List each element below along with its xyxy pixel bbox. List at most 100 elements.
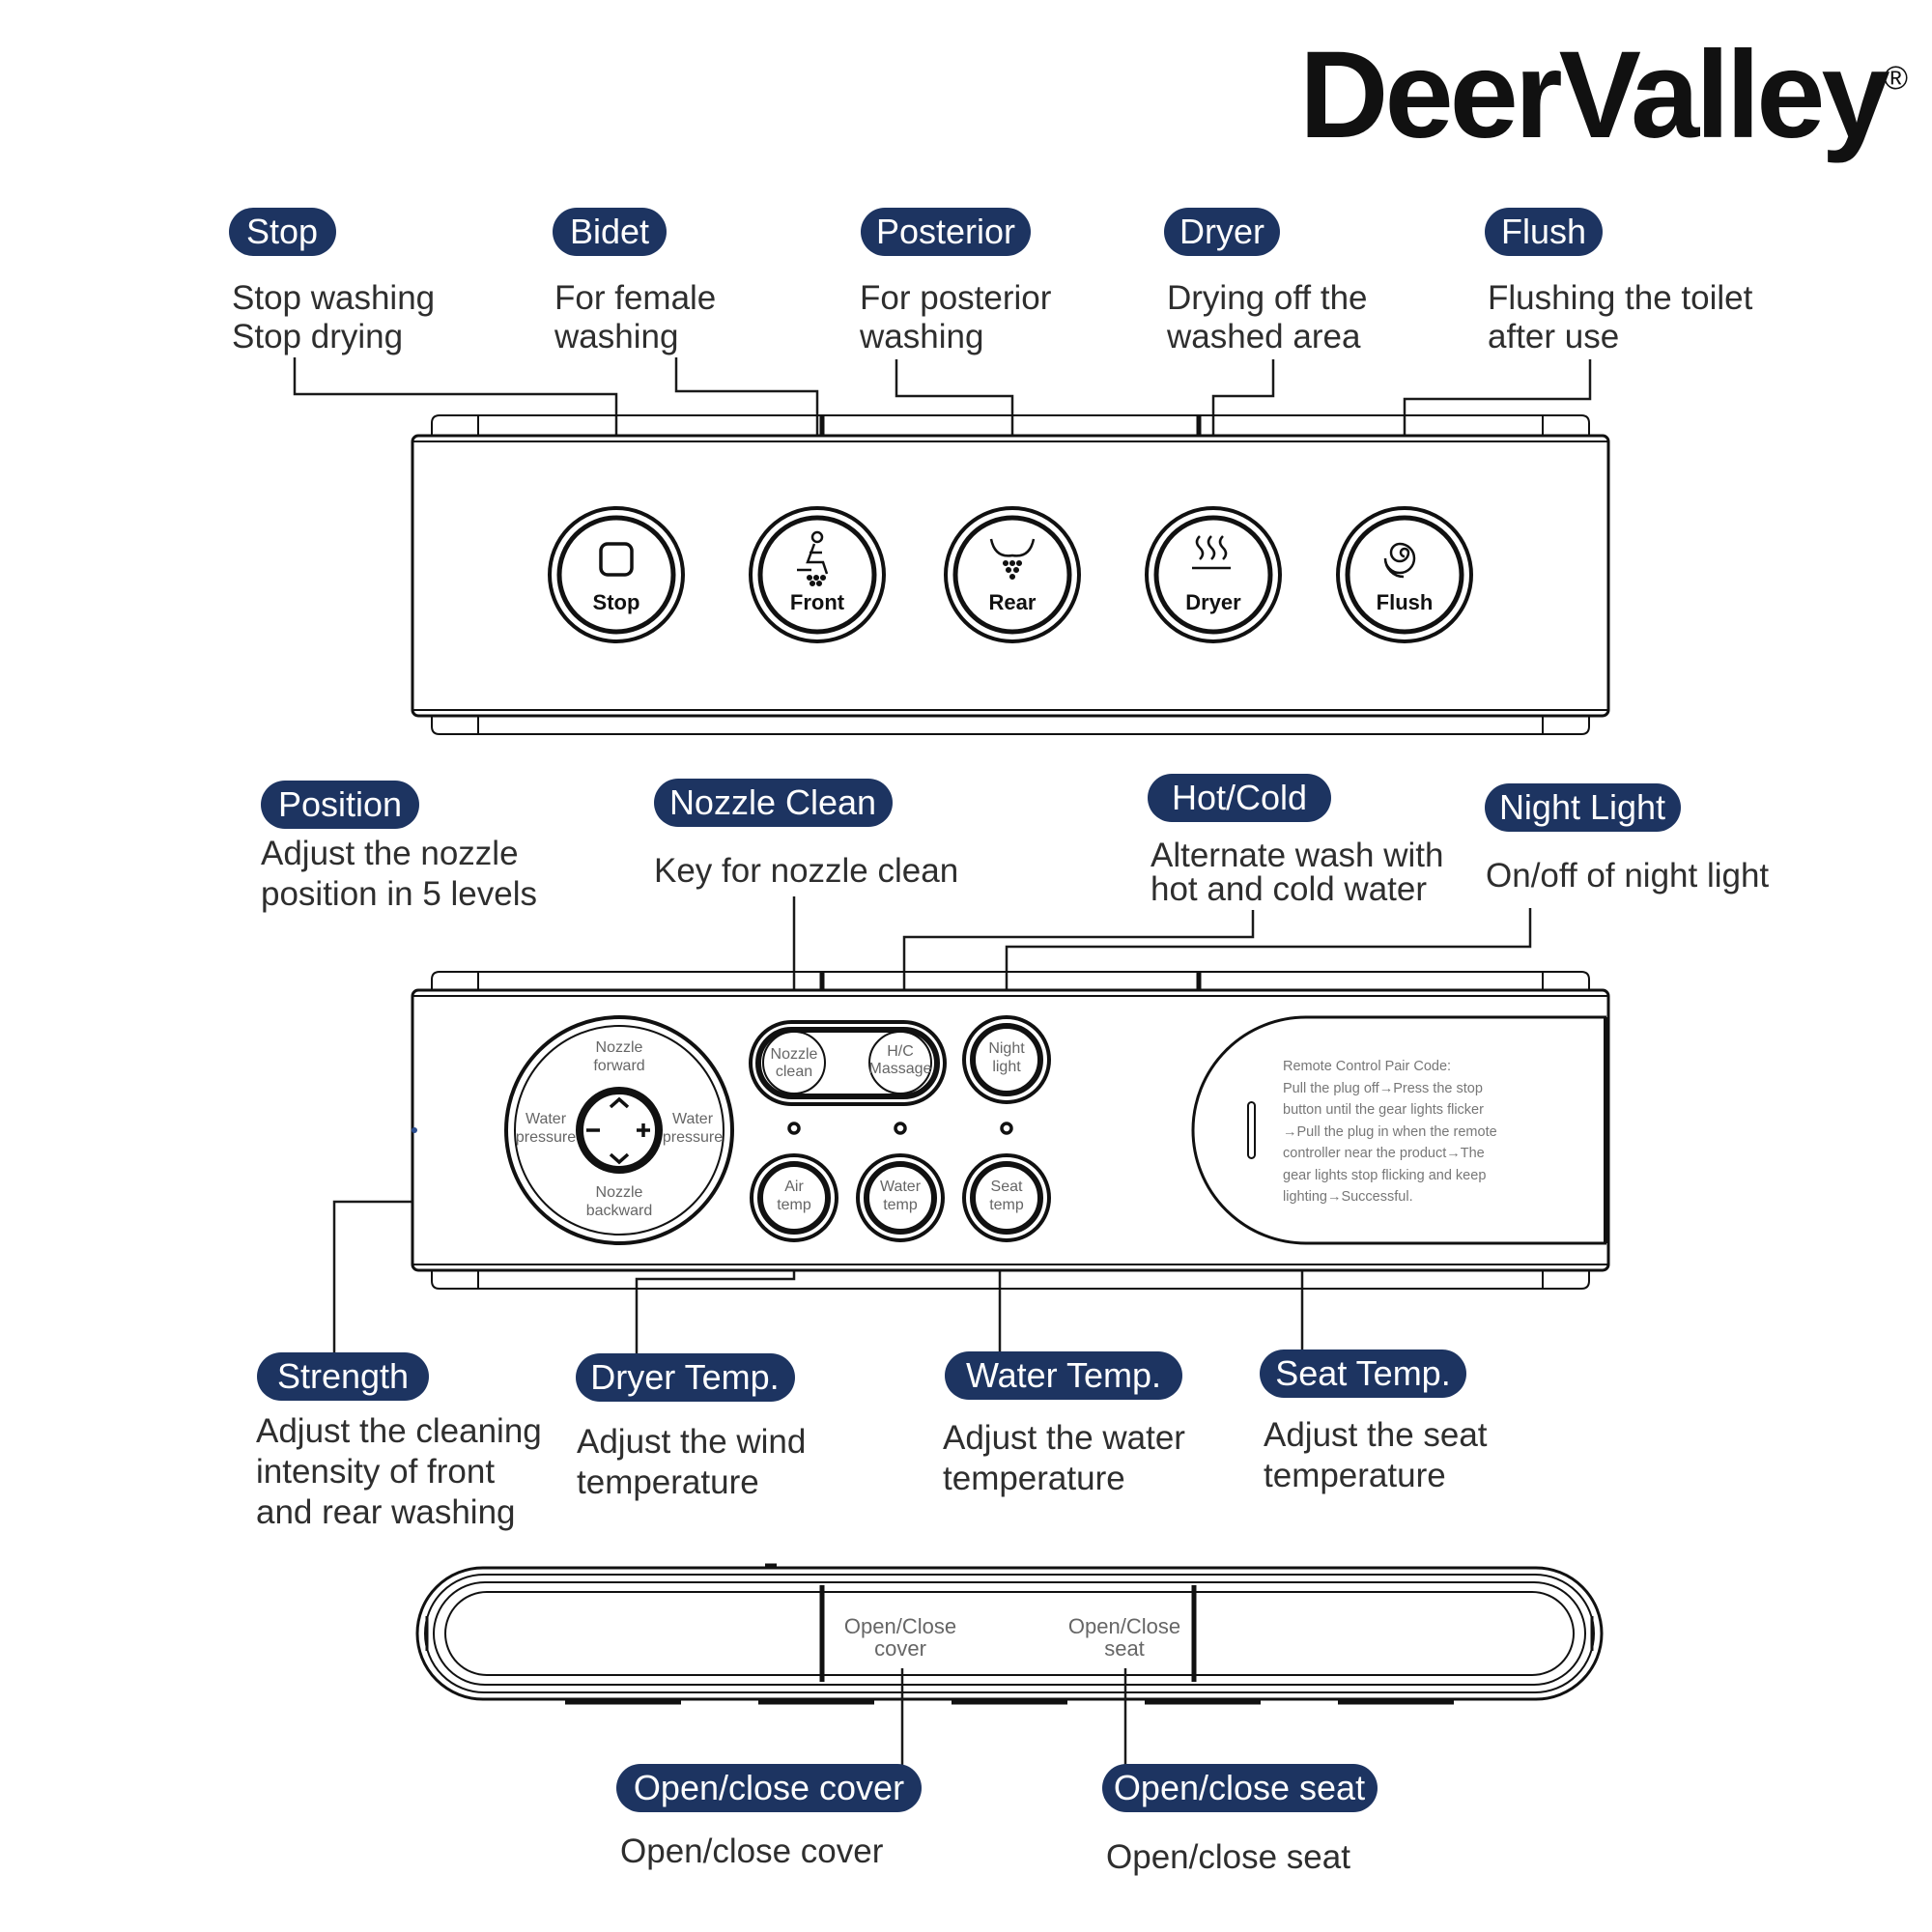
tag-posterior-text: Posterior: [876, 212, 1015, 251]
rear-wash-icon: [989, 538, 1036, 581]
desc-water-temp-1: Adjust the water: [943, 1419, 1185, 1457]
desc-stop-1: Stop washing: [232, 279, 435, 317]
desc-strength-2: intensity of front: [256, 1453, 495, 1491]
heat-waves-icon: [1192, 535, 1231, 570]
air-temp-label-2: temp: [777, 1197, 811, 1213]
front-button[interactable]: Front: [749, 506, 886, 643]
tag-water-temp: [945, 1351, 1182, 1400]
pair-note-4: →Pull the plug in when the remote: [1283, 1124, 1497, 1140]
dial-right-1: Water: [672, 1111, 714, 1127]
seat-temp-label-2: temp: [989, 1197, 1024, 1213]
tag-dryer-temp-text: Dryer Temp.: [590, 1357, 779, 1397]
tag-seat-temp: [1260, 1350, 1466, 1398]
panel-3-leaders: [900, 1668, 1127, 1768]
tag-dryer-text: Dryer: [1179, 212, 1264, 251]
tag-seat-temp-text: Seat Temp.: [1275, 1353, 1450, 1393]
open-close-cover-button[interactable]: Open/Close cover: [844, 1614, 956, 1661]
tag-flush: [1485, 208, 1603, 256]
square-icon: [599, 542, 634, 577]
night-light-label-2: light: [992, 1059, 1021, 1075]
cover-label-2: cover: [874, 1636, 926, 1661]
tag-bidet-text: Bidet: [570, 212, 649, 251]
desc-hot-cold-1: Alternate wash with: [1151, 837, 1443, 874]
flush-button[interactable]: Flush: [1336, 506, 1473, 643]
night-light-button[interactable]: Night light: [962, 1015, 1051, 1104]
desc-stop-2: Stop drying: [232, 318, 403, 355]
desc-open-close-seat: Open/close seat: [1106, 1838, 1350, 1876]
desc-bidet-1: For female: [554, 279, 716, 317]
desc-dryer-temp-1: Adjust the wind: [577, 1423, 806, 1461]
tag-water-temp-text: Water Temp.: [966, 1355, 1161, 1395]
desc-strength-3: and rear washing: [256, 1493, 516, 1531]
dial-top-1: Nozzle: [596, 1039, 643, 1056]
open-close-seat-button[interactable]: Open/Close seat: [1068, 1614, 1180, 1661]
nozzle-clean-button[interactable]: Nozzle clean: [762, 1031, 826, 1094]
panel-3-callouts: Open/close cover Open/close cover Open/c…: [616, 1764, 1378, 1876]
desc-seat-temp-1: Adjust the seat: [1264, 1416, 1488, 1454]
desc-seat-temp-2: temperature: [1264, 1457, 1446, 1494]
desc-dryer-1: Drying off the: [1167, 279, 1368, 317]
dial-left-2: pressure: [516, 1129, 576, 1146]
stop-button[interactable]: Stop: [548, 506, 685, 643]
dial-left-1: Water: [526, 1111, 567, 1127]
nozzle-clean-label-1: Nozzle: [771, 1046, 818, 1063]
panel-1-callouts: Stop Stop washing Stop drying Bidet For …: [229, 208, 1753, 355]
rear-button-label: Rear: [989, 590, 1037, 614]
desc-hot-cold-2: hot and cold water: [1151, 870, 1427, 908]
tag-hot-cold-text: Hot/Cold: [1172, 778, 1307, 817]
tag-hot-cold: [1148, 774, 1331, 822]
tag-strength-text: Strength: [277, 1356, 409, 1396]
seat-temp-label-1: Seat: [991, 1179, 1023, 1195]
gear-indicator-lights: [787, 1122, 1013, 1135]
front-button-label: Front: [790, 590, 845, 614]
nozzle-clean-label-2: clean: [776, 1064, 812, 1080]
cover-label-1: Open/Close: [844, 1614, 956, 1638]
pair-note-3: button until the gear lights flicker: [1283, 1102, 1484, 1118]
pair-note-5: controller near the product→The: [1283, 1146, 1485, 1161]
hc-massage-label-1: H/C: [887, 1043, 914, 1060]
air-temp-label-1: Air: [784, 1179, 804, 1195]
water-temp-label-1: Water: [880, 1179, 922, 1195]
water-temp-button[interactable]: Water temp: [856, 1153, 945, 1242]
night-light-label-1: Night: [988, 1040, 1025, 1057]
dial-right-2: pressure: [663, 1129, 723, 1146]
tag-night-light-text: Night Light: [1499, 787, 1665, 827]
tag-night-light: [1485, 783, 1681, 832]
desc-dryer-2: washed area: [1166, 318, 1361, 355]
panel-2-callouts-top: Position Adjust the nozzle position in 5…: [261, 774, 1769, 913]
air-temp-button[interactable]: Air temp: [750, 1153, 838, 1242]
tag-open-close-seat: [1102, 1764, 1378, 1812]
seat-temp-button[interactable]: Seat temp: [962, 1153, 1051, 1242]
seat-label-1: Open/Close: [1068, 1614, 1180, 1638]
dial-bottom-1: Nozzle: [596, 1184, 643, 1201]
tag-stop: [229, 208, 336, 256]
tag-position-text: Position: [278, 784, 402, 824]
desc-flush-2: after use: [1488, 318, 1619, 355]
tag-bidet: [553, 208, 667, 256]
swirl-icon: [1383, 542, 1416, 579]
stop-button-label: Stop: [593, 590, 640, 614]
tag-nozzle-clean: [654, 779, 893, 827]
desc-bidet-2: washing: [554, 318, 678, 355]
pair-note-2: Pull the plug off→Press the stop: [1283, 1081, 1483, 1096]
tag-open-close-cover-text: Open/close cover: [634, 1768, 904, 1807]
desc-dryer-temp-2: temperature: [577, 1463, 759, 1501]
tag-position: [261, 781, 419, 829]
panel-2-callouts-bottom: Strength Adjust the cleaning intensity o…: [256, 1350, 1488, 1531]
hc-massage-button[interactable]: H/C Massage: [868, 1031, 932, 1094]
brand-logo: DeerValley: [1299, 26, 1889, 164]
desc-posterior-1: For posterior: [860, 279, 1052, 317]
desc-position-2: position in 5 levels: [261, 875, 537, 913]
tag-nozzle-clean-text: Nozzle Clean: [669, 782, 876, 822]
desc-water-temp-2: temperature: [943, 1460, 1125, 1497]
front-wash-icon: [797, 530, 829, 587]
pair-code-window: Remote Control Pair Code: Pull the plug …: [1191, 1015, 1607, 1245]
rear-button[interactable]: Rear: [944, 506, 1081, 643]
flush-button-label: Flush: [1377, 590, 1434, 614]
nozzle-dial[interactable]: Nozzle forward Nozzle backward Water pre…: [504, 1015, 734, 1245]
dryer-button[interactable]: Dryer: [1145, 506, 1282, 643]
pair-note-7: lighting→Successful.: [1283, 1189, 1413, 1205]
desc-position-1: Adjust the nozzle: [261, 835, 519, 872]
seat-label-2: seat: [1104, 1636, 1145, 1661]
